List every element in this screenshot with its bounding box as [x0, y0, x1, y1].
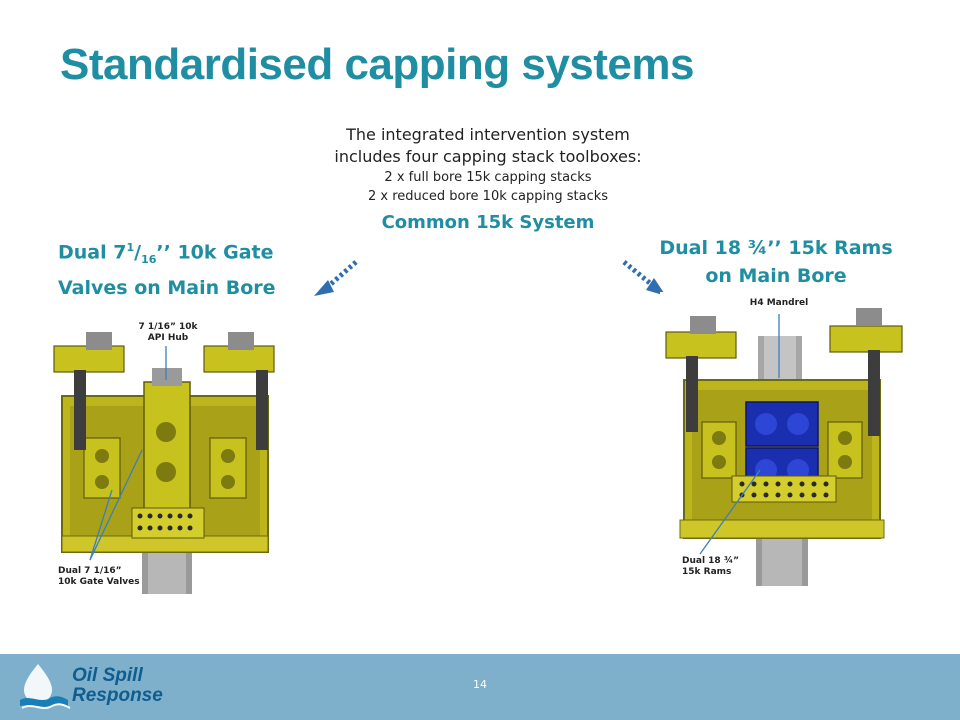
- common-system-label: Common 15k System: [381, 212, 595, 233]
- left-callout-top-line-2: API Hub: [147, 333, 189, 343]
- slide-title: Standardised capping systems: [60, 40, 695, 89]
- footer-bar: [0, 654, 960, 720]
- left-callout-bottom-line-2: 10k Gate Valves: [58, 577, 140, 587]
- logo-text-line-2: Response: [72, 685, 163, 706]
- intro-text-block: The integrated intervention system inclu…: [300, 124, 676, 233]
- right-capping-stack-image: [660, 292, 910, 592]
- right-callout-top: H4 Mandrel: [749, 298, 809, 308]
- left-capping-stack-image: [50, 310, 290, 600]
- left-caption: Dual 71/16’’ 10k Gate Valves on Main Bor…: [58, 234, 288, 302]
- right-caption: Dual 18 ¾’’ 15k Rams on Main Bore: [656, 234, 896, 290]
- right-callout-bottom-line-1: Dual 18 ¾”: [682, 556, 740, 566]
- left-caption-sub: 16: [141, 253, 157, 267]
- left-caption-text: Dual 7: [58, 241, 127, 264]
- oil-spill-response-logo-icon: [20, 664, 71, 709]
- left-callout-top-line-1: 7 1/16” 10k: [138, 322, 198, 332]
- left-arrow-icon: [314, 260, 358, 296]
- intro-line-2: includes four capping stack toolboxes:: [334, 147, 642, 166]
- right-caption-line-1: Dual 18 ¾’’ 15k Rams: [659, 237, 893, 259]
- right-caption-line-2: on Main Bore: [705, 265, 847, 287]
- bullet-full-bore: 2 x full bore 15k capping stacks: [384, 170, 592, 185]
- right-callout-bottom: Dual 18 ¾” 15k Rams: [682, 556, 739, 578]
- logo-text: Oil Spill Response: [72, 666, 163, 706]
- left-caption-text-2: ’’ 10k Gate: [156, 241, 274, 264]
- left-caption-line-1: Dual 71/16’’ 10k Gate: [58, 234, 288, 274]
- intro-line-1: The integrated intervention system: [346, 125, 630, 144]
- left-caption-slash: /: [134, 241, 142, 264]
- logo-text-line-1: Oil Spill: [72, 665, 143, 686]
- right-callout-bottom-line-2: 15k Rams: [682, 567, 732, 577]
- bullet-reduced-bore: 2 x reduced bore 10k capping stacks: [367, 189, 609, 204]
- left-callout-bottom-line-1: Dual 7 1/16”: [58, 566, 122, 576]
- left-caption-sup: 1: [126, 241, 135, 254]
- page-number: 14: [473, 678, 487, 691]
- left-callout-bottom: Dual 7 1/16” 10k Gate Valves: [58, 566, 140, 588]
- right-arrow-icon: [622, 260, 666, 296]
- left-callout-top: 7 1/16” 10k API Hub: [138, 322, 198, 344]
- left-caption-line-2: Valves on Main Bore: [58, 277, 276, 300]
